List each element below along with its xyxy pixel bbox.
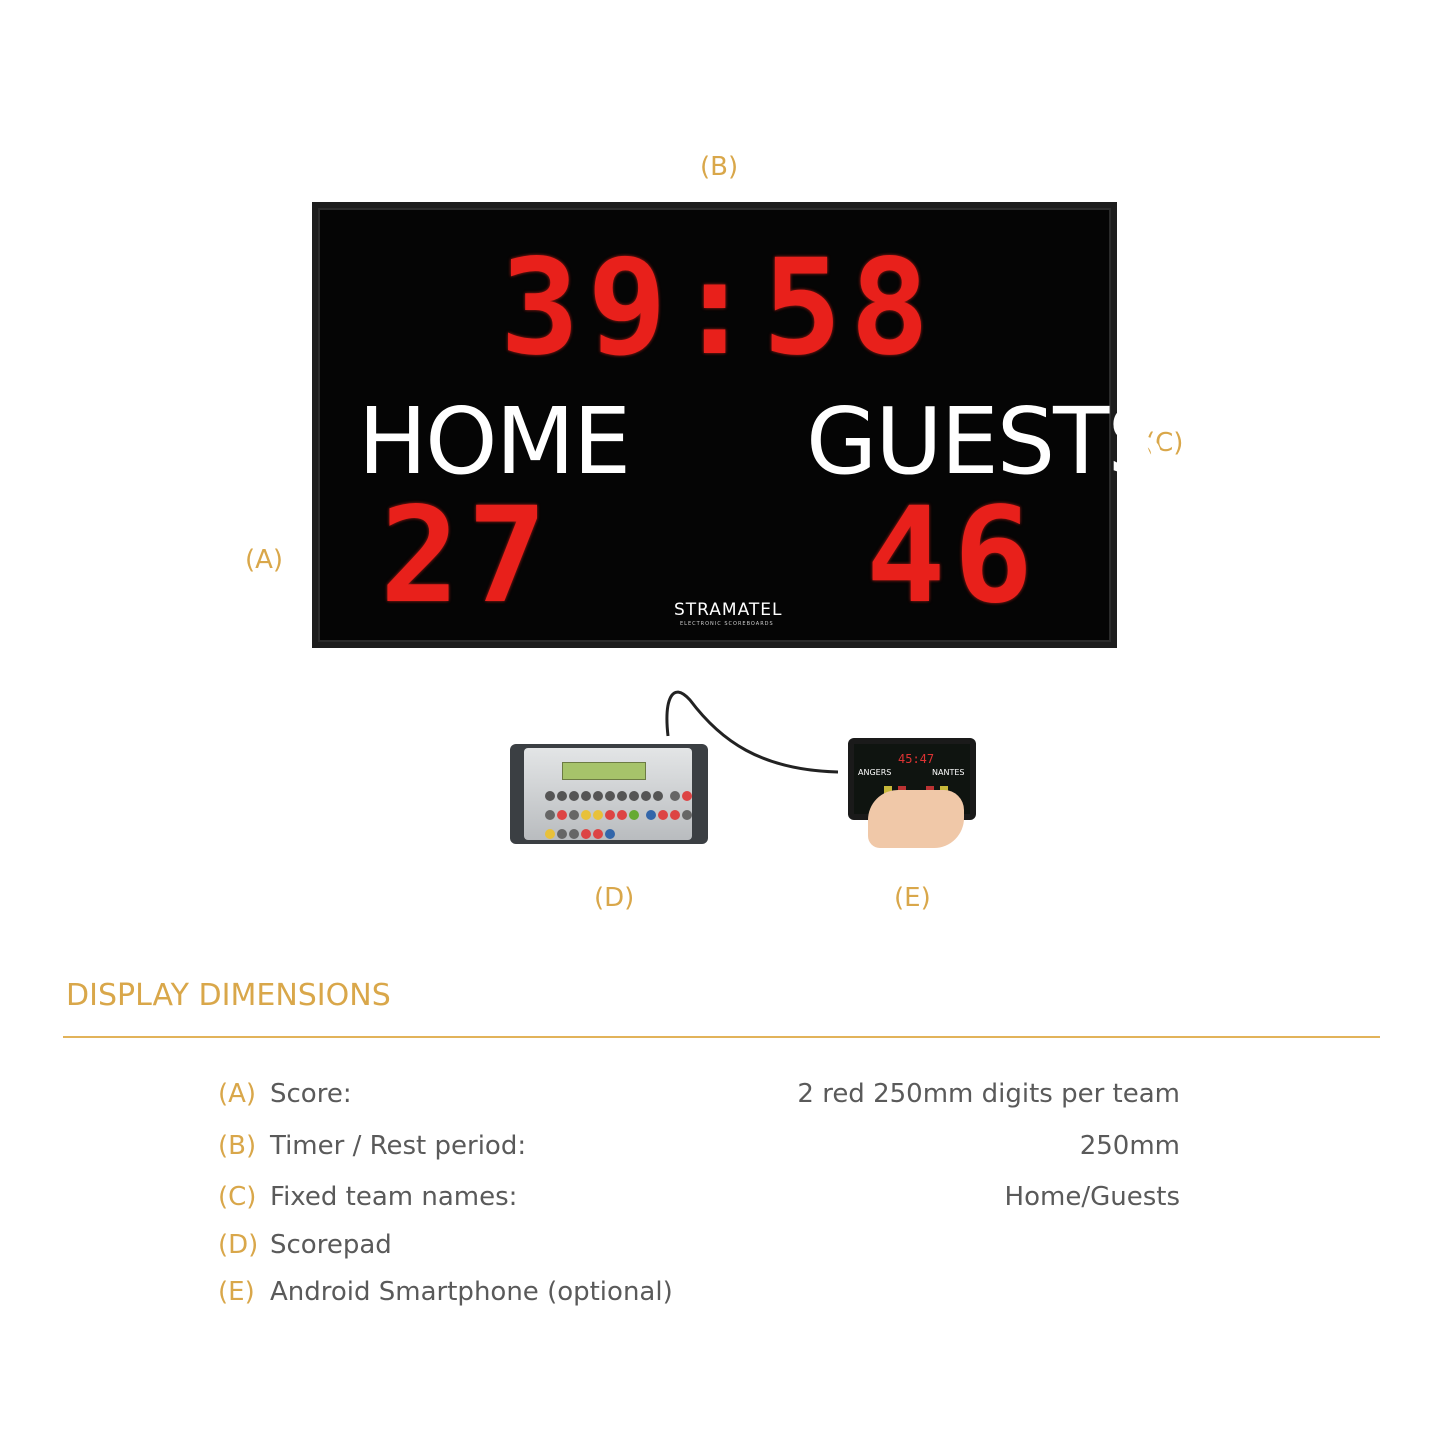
spec-row-team-names: (C) Fixed team names: Home/Guests: [218, 1177, 1180, 1217]
callout-b: (B): [700, 152, 739, 182]
spec-value: 2 red 250mm digits per team: [797, 1079, 1180, 1109]
brand-tagline: ELECTRONIC SCOREBOARDS: [680, 621, 774, 627]
scorepad-device: [510, 744, 708, 844]
timer-display: 39:58: [500, 231, 938, 385]
spec-row-score: (A) Score: 2 red 250mm digits per team: [218, 1074, 1180, 1114]
tablet-right-team: NANTES: [932, 768, 965, 777]
spec-label: Timer / Rest period:: [270, 1131, 527, 1161]
section-title: DISPLAY DIMENSIONS: [66, 978, 391, 1013]
spec-value: Home/Guests: [1004, 1182, 1180, 1212]
spec-key: (D): [218, 1230, 259, 1260]
spec-row-scorepad: (D) Scorepad: [218, 1225, 1180, 1265]
spec-row-smartphone: (E) Android Smartphone (optional): [218, 1272, 1180, 1312]
section-divider: [63, 1036, 1380, 1038]
pointing-hand-icon: [868, 790, 964, 848]
callout-a: (A): [245, 545, 284, 575]
scorepad-keys: [544, 788, 694, 845]
tablet-timer: 45:47: [898, 752, 935, 766]
scorepad-lcd: [562, 762, 646, 780]
spec-label: Scorepad: [270, 1230, 392, 1260]
home-team-label: HOME: [358, 388, 631, 495]
spec-label: Score:: [270, 1079, 352, 1109]
guests-score: 46: [866, 479, 1041, 633]
spec-row-timer: (B) Timer / Rest period: 250mm: [218, 1126, 1180, 1166]
spec-key: (A): [218, 1079, 257, 1109]
callout-e: (E): [894, 883, 931, 913]
spec-value: 250mm: [1079, 1131, 1180, 1161]
scoreboard: 39:58 HOME GUESTS 27 46 STRAMATEL ELECTR…: [312, 202, 1166, 648]
home-score: 27: [380, 479, 555, 633]
spec-key: (E): [218, 1277, 255, 1307]
scorepad-panel: [524, 748, 693, 840]
spec-key: (C): [218, 1182, 257, 1212]
guests-team-label: GUESTS: [806, 388, 1166, 495]
brand-logo: STRAMATEL: [674, 600, 783, 620]
tablet-left-team: ANGERS: [858, 768, 892, 777]
callout-d: (D): [594, 883, 635, 913]
callout-c: (C): [1145, 428, 1184, 458]
spec-key: (B): [218, 1131, 257, 1161]
spec-label: Android Smartphone (optional): [270, 1277, 673, 1307]
spec-label: Fixed team names:: [270, 1182, 518, 1212]
